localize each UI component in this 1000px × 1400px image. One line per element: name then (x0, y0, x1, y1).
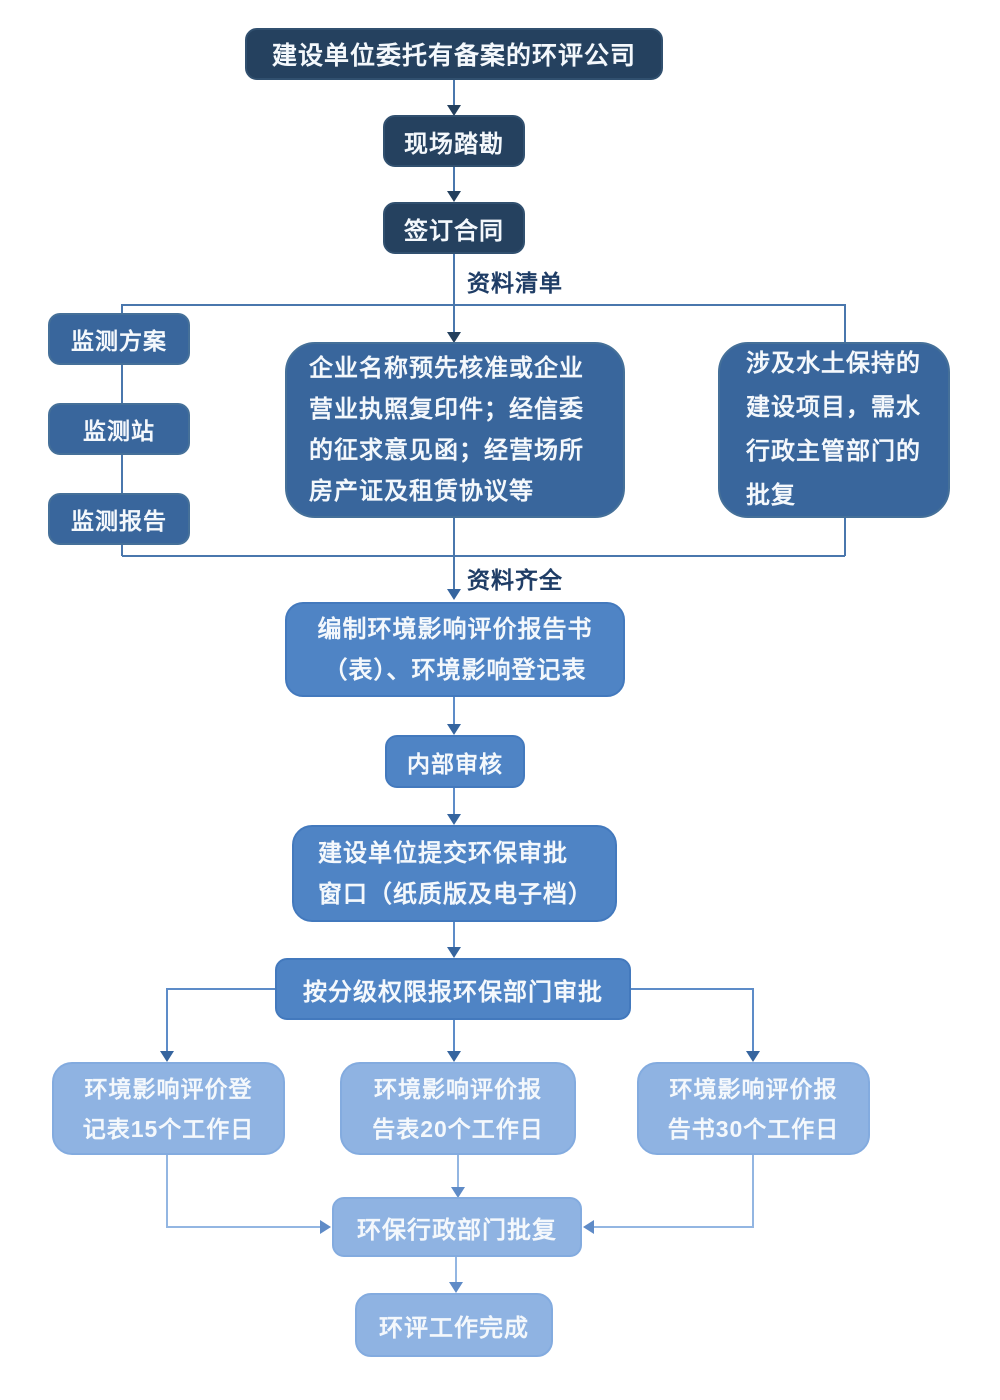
node-site-survey: 现场踏勘 (383, 115, 525, 167)
connector-reg-approval-h (166, 1226, 320, 1228)
connector-entrust-survey (453, 80, 455, 106)
connector-branch-center (453, 1020, 455, 1052)
arrow-down-icon (447, 191, 461, 202)
arrow-down-icon (447, 332, 461, 343)
arrow-down-icon (449, 1282, 463, 1293)
node-work-done: 环评工作完成 (355, 1293, 553, 1357)
arrow-down-icon (447, 814, 461, 825)
node-report-book-30-days: 环境影响评价报 告书30个工作日 (637, 1062, 870, 1155)
node-sign-contract: 签订合同 (383, 202, 525, 254)
node-internal-review: 内部审核 (385, 735, 525, 788)
node-compile-report: 编制环境影响评价报告书 （表）、环境影响登记表 (285, 602, 625, 697)
connector-approval-done (455, 1257, 457, 1283)
node-entrust-company: 建设单位委托有备案的环评公司 (245, 28, 663, 80)
arrow-down-icon (447, 589, 461, 600)
node-registration-15-days: 环境影响评价登 记表15个工作日 (52, 1062, 285, 1155)
connector-branch-left-v (166, 988, 168, 1052)
connector-branch-left-h (167, 988, 275, 990)
node-epa-approval: 环保行政部门批复 (332, 1197, 582, 1257)
arrow-down-icon (451, 1187, 465, 1198)
connector-form-approval (457, 1155, 459, 1188)
arrow-right-icon (320, 1220, 331, 1234)
arrow-down-icon (160, 1051, 174, 1062)
connector-branch-right-h (631, 988, 753, 990)
node-route-approval: 按分级权限报环保部门审批 (275, 958, 631, 1020)
node-report-form-20-days: 环境影响评价报 告表20个工作日 (340, 1062, 576, 1155)
arrow-down-icon (447, 105, 461, 116)
node-water-conservation: 涉及水土保持的 建设项目，需水 行政主管部门的 批复 (718, 342, 950, 518)
node-monitor-plan: 监测方案 (48, 313, 190, 365)
node-submit-window: 建设单位提交环保审批 窗口（纸质版及电子档） (292, 825, 617, 922)
connector-book-approval-v (752, 1155, 754, 1228)
connector-contract-materials (453, 253, 455, 333)
arrow-down-icon (447, 1051, 461, 1062)
connector-book-approval-h (594, 1226, 754, 1228)
arrow-down-icon (447, 724, 461, 735)
connector-internal-submit (453, 788, 455, 815)
connector-branch-right-v (752, 988, 754, 1052)
arrow-left-icon (583, 1220, 594, 1234)
connector-submit-route (453, 922, 455, 948)
connector-survey-contract (453, 167, 455, 192)
connector-compile-internal (453, 697, 455, 725)
edge-label-material-complete: 资料齐全 (467, 567, 563, 593)
node-monitor-station: 监测站 (48, 403, 190, 455)
connector-reg-approval-v (166, 1155, 168, 1228)
node-monitor-report: 监测报告 (48, 493, 190, 545)
connector-bracket-top (122, 304, 845, 306)
connector-materials-compile (453, 518, 455, 590)
arrow-down-icon (447, 947, 461, 958)
edge-label-material-list: 资料清单 (467, 270, 563, 296)
connector-bracket-bottom (122, 555, 845, 557)
node-materials-list: 企业名称预先核准或企业 营业执照复印件；经信委 的征求意见函；经营场所 房产证及… (285, 342, 625, 518)
arrow-down-icon (746, 1051, 760, 1062)
